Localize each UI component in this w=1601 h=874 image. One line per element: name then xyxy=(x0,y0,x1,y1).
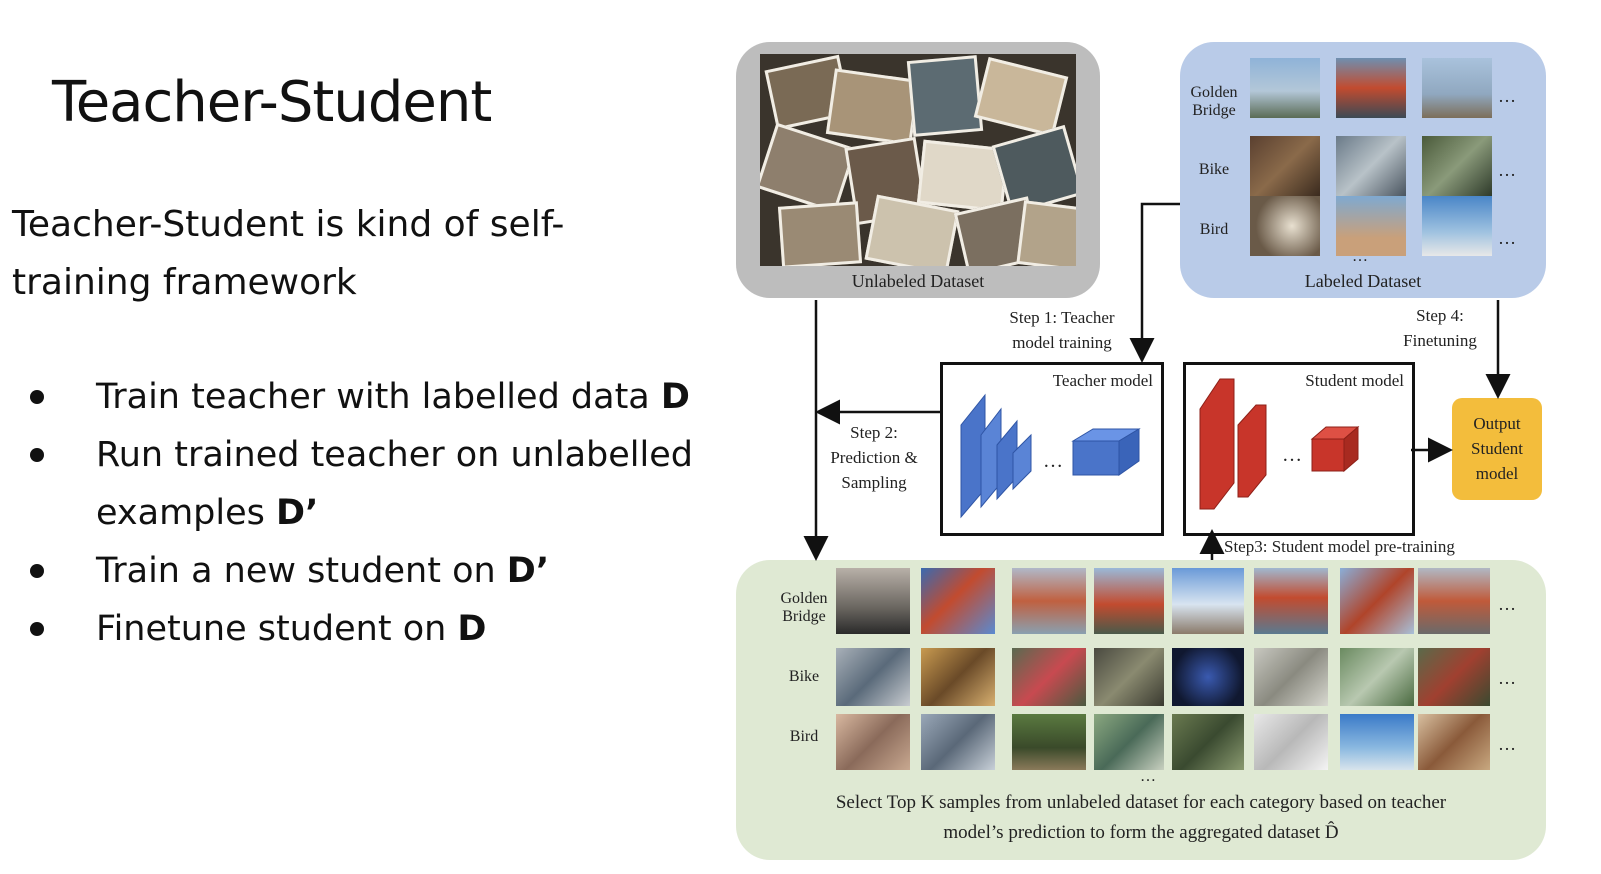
bridge-thumbnail xyxy=(1254,568,1328,634)
student-model-box: Student model … xyxy=(1183,362,1415,536)
row-label-bird: Bird xyxy=(1199,221,1229,238)
bird-thumbnail xyxy=(921,714,995,770)
bird-thumbnail xyxy=(1254,714,1328,770)
row-label-bike: Bike xyxy=(1198,161,1230,178)
aggregated-caption-line1: Select Top K samples from unlabeled data… xyxy=(835,792,1447,813)
row-label-bike: Bike xyxy=(788,668,820,685)
bullet-bold: D xyxy=(660,377,690,417)
bullet-text: Run trained teacher on unlabelled exampl… xyxy=(96,435,693,533)
bridge-thumbnail xyxy=(1012,568,1086,634)
row-ellipsis: … xyxy=(1498,228,1518,248)
intro-text: Teacher-Student is kind of self-training… xyxy=(12,204,565,303)
row-label-golden-bridge: Golden Bridge xyxy=(1190,84,1238,119)
bike-thumbnail xyxy=(1094,648,1164,706)
row-ellipsis: … xyxy=(1498,734,1518,754)
aggregated-dataset-panel: Golden Bridge Bike Bird … … … … xyxy=(736,560,1546,860)
row-ellipsis: … xyxy=(1498,668,1518,688)
bike-thumbnail xyxy=(836,648,910,706)
bridge-thumbnail xyxy=(1250,58,1320,118)
bike-thumbnail xyxy=(1254,648,1328,706)
svg-text:…: … xyxy=(1043,450,1063,472)
bird-thumbnail xyxy=(1418,714,1490,770)
bike-thumbnail xyxy=(1422,136,1492,196)
arrow-step1 xyxy=(1129,202,1180,363)
bridge-thumbnail xyxy=(1340,568,1414,634)
bird-thumbnail xyxy=(1250,196,1320,256)
row-ellipsis: … xyxy=(1498,594,1518,614)
bullet-text: Finetune student on xyxy=(96,609,458,649)
bike-thumbnail xyxy=(1418,648,1490,706)
bridge-thumbnail xyxy=(1094,568,1164,634)
bullet-dot-icon xyxy=(30,622,44,636)
student-model-title: Student model xyxy=(1305,371,1404,390)
row-label-golden-bridge: Golden Bridge xyxy=(780,590,828,625)
more-rows-dots: … xyxy=(1140,768,1157,785)
bridge-thumbnail xyxy=(1336,58,1406,118)
bird-thumbnail xyxy=(1336,196,1406,256)
bullet-dot-icon xyxy=(30,564,44,578)
bird-thumbnail xyxy=(1172,714,1244,770)
bird-thumbnail xyxy=(1094,714,1164,770)
step2-label: Step 2: Prediction & Sampling xyxy=(830,423,918,492)
photo-pile-image xyxy=(760,54,1076,266)
bullet-bold: D’ xyxy=(506,551,550,591)
bullet-dot-icon xyxy=(30,390,44,404)
bullet-item: Finetune student on D xyxy=(30,600,720,658)
bullet-dot-icon xyxy=(30,448,44,462)
aggregated-dataset-caption: Select Top K samples from unlabeled data… xyxy=(736,788,1546,848)
bike-thumbnail xyxy=(1336,136,1406,196)
bike-thumbnail xyxy=(1250,136,1320,196)
step4-label: Step 4: Finetuning xyxy=(1403,306,1477,350)
bird-thumbnail xyxy=(1340,714,1414,770)
labeled-dataset-caption: Labeled Dataset xyxy=(1304,271,1422,291)
row-ellipsis: … xyxy=(1498,86,1518,106)
aggregated-caption-line2: model’s prediction to form the aggregate… xyxy=(943,822,1339,843)
student-network-icon: … xyxy=(1199,378,1360,510)
step1-label: Step 1: Teacher model training xyxy=(1009,308,1115,352)
bird-thumbnail xyxy=(1422,196,1492,256)
row-ellipsis: … xyxy=(1498,160,1518,180)
bike-thumbnail xyxy=(1172,648,1244,706)
bike-thumbnail xyxy=(1012,648,1086,706)
more-rows-dots: … xyxy=(1352,248,1369,265)
bullet-text: Train a new student on xyxy=(96,551,507,591)
bullet-item: Train a new student on D’ xyxy=(30,542,720,600)
teacher-model-box: Teacher model … xyxy=(940,362,1164,536)
teacher-network-icon: … xyxy=(960,393,1141,519)
bridge-thumbnail xyxy=(1418,568,1490,634)
bike-thumbnail xyxy=(921,648,995,706)
bullet-item: Run trained teacher on unlabelled exampl… xyxy=(30,426,720,542)
svg-text:…: … xyxy=(1282,444,1302,466)
bridge-thumbnail xyxy=(921,568,995,634)
bike-thumbnail xyxy=(1340,648,1414,706)
step3-label: Step3: Student model pre-training xyxy=(1224,537,1455,556)
output-student-model-box: Output Student model xyxy=(1452,398,1542,500)
unlabeled-dataset-panel: Unlabeled Dataset xyxy=(736,42,1100,298)
row-label-bird: Bird xyxy=(789,728,819,745)
labeled-dataset-panel: Golden Bridge Bike Bird … … … … Labeled … xyxy=(1180,42,1546,298)
bridge-thumbnail xyxy=(1422,58,1492,118)
bridge-thumbnail xyxy=(836,568,910,634)
teacher-model-title: Teacher model xyxy=(1052,371,1153,390)
bullet-bold: D xyxy=(457,609,487,649)
bridge-thumbnail xyxy=(1172,568,1244,634)
bird-thumbnail xyxy=(836,714,910,770)
unlabeled-dataset-caption: Unlabeled Dataset xyxy=(851,271,985,291)
bullet-bold: D’ xyxy=(276,493,319,533)
bird-thumbnail xyxy=(1012,714,1086,770)
bullet-item: Train teacher with labelled data D xyxy=(30,368,720,426)
slide-title: Teacher-Student xyxy=(52,70,492,135)
bullet-list: Train teacher with labelled data D Run t… xyxy=(30,368,720,658)
bullet-text: Train teacher with labelled data xyxy=(96,377,661,417)
